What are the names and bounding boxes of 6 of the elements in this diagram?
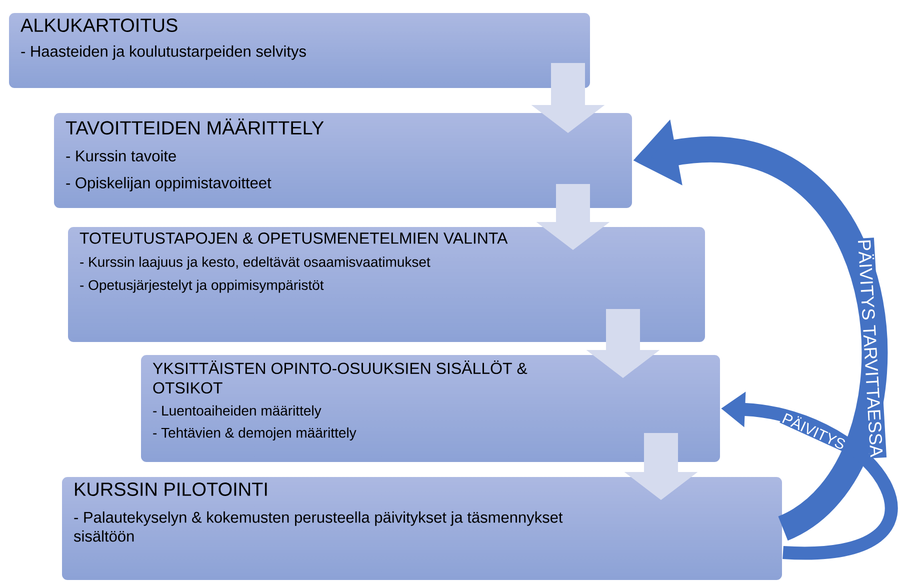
process-box: YKSITTÄISTEN OPINTO-OSUUKSIEN SISÄLLÖT & OTSIKOT - Luentoaiheiden määrittely - Tehtävien & demojen määrittely [140,354,721,463]
process-box: TOTEUTUSTAPOJEN & OPETUSMENETELMIEN VALINTA - Kurssin laajuus ja kesto, edeltävät osaamisvaatimukset - Opetusjärjestelyt ja oppimisympäristöt [67,226,706,343]
edge-label: PÄIVITYS TARVITTAESSA [856,238,887,458]
process-box: ALKUKARTOITUS - Haasteiden ja koulutustarpeiden selvitys [8,12,591,89]
process-box: TAVOITTEIDEN MÄÄRITTELY - Kurssin tavoite - Opiskelijan oppimistavoitteet [53,112,633,209]
process-box: KURSSIN PILOTOINTI - Palautekyselyn & kokemusten perusteella päivitykset ja täsmennykset sisältöön [61,476,783,581]
